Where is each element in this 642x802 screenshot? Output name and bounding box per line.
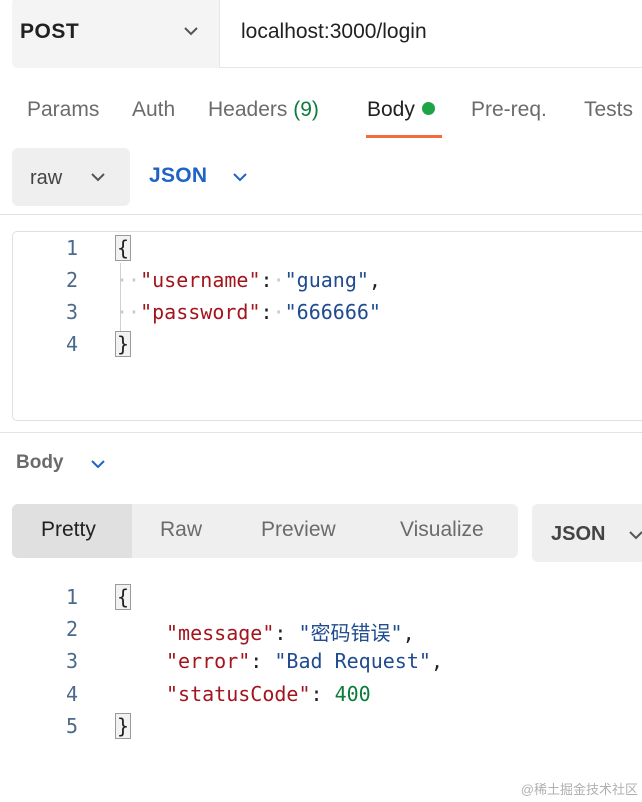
- line-number: 3: [65, 300, 78, 324]
- response-body-title[interactable]: Body: [16, 452, 64, 473]
- indent-guide: [120, 263, 121, 333]
- view-tab-pretty[interactable]: [12, 504, 132, 558]
- body-mode-label: raw: [30, 167, 63, 189]
- json-value: "Bad Request": [274, 649, 431, 673]
- code-line: "statusCode": 400: [166, 682, 371, 706]
- code-line: ··"username":·"guang",: [116, 268, 381, 292]
- tab-headers-label: Headers: [208, 98, 288, 121]
- tab-tests-label: Tests: [584, 98, 634, 121]
- tab-pre-request-label: Pre-req.: [471, 98, 547, 121]
- code-line: ··"password":·"666666": [116, 300, 381, 324]
- close-brace: }: [114, 713, 132, 739]
- chevron-down-icon[interactable]: [89, 455, 107, 473]
- line-number: 4: [65, 682, 78, 706]
- headers-count: (9): [293, 98, 319, 121]
- code-line: "error": "Bad Request",: [166, 649, 443, 673]
- line-number: 4: [65, 332, 78, 356]
- divider: [0, 432, 642, 433]
- method-label: POST: [20, 20, 80, 43]
- close-brace: }: [114, 331, 132, 357]
- response-format-label: JSON: [551, 523, 606, 545]
- tab-body-label: Body: [367, 98, 415, 121]
- tab-params[interactable]: Params: [27, 98, 99, 122]
- view-tab-visualize[interactable]: Visualize: [400, 518, 484, 541]
- line-number: 2: [65, 268, 78, 292]
- json-key: "error": [166, 649, 251, 673]
- json-key: "message": [166, 621, 275, 645]
- view-tab-pretty-label[interactable]: Pretty: [41, 518, 96, 541]
- body-language-dropdown[interactable]: JSON: [149, 164, 208, 187]
- code-line: {: [114, 584, 132, 610]
- tab-params-label: Params: [27, 98, 100, 121]
- code-line: "message": "密码错误",: [166, 621, 415, 645]
- tab-tests[interactable]: Tests: [584, 98, 633, 122]
- response-format-dropdown[interactable]: [532, 504, 642, 562]
- json-value: "guang": [284, 268, 369, 292]
- tab-pre-request[interactable]: Pre-req.: [471, 98, 547, 122]
- view-tab-raw[interactable]: Raw: [160, 518, 203, 541]
- json-value: "666666": [284, 300, 381, 324]
- line-number: 3: [65, 649, 78, 673]
- open-brace: {: [114, 235, 132, 261]
- line-number: 2: [65, 617, 78, 641]
- tab-body[interactable]: Body: [367, 98, 435, 122]
- tab-headers[interactable]: Headers (9): [208, 98, 319, 122]
- chevron-down-icon[interactable]: [180, 20, 202, 42]
- json-comma: ,: [368, 268, 381, 292]
- code-line: }: [114, 331, 132, 357]
- chevron-down-icon[interactable]: [89, 168, 107, 186]
- line-number: 1: [65, 236, 78, 260]
- code-line: {: [114, 235, 132, 261]
- json-value: 400: [334, 682, 371, 706]
- method-selector[interactable]: [12, 0, 220, 68]
- tab-auth-label: Auth: [132, 98, 176, 121]
- divider: [0, 214, 642, 215]
- body-mode-dropdown[interactable]: [12, 148, 130, 206]
- request-body-editor[interactable]: [12, 231, 642, 421]
- json-key: "username": [140, 268, 261, 292]
- json-comma: ,: [402, 621, 415, 645]
- json-comma: ,: [430, 649, 443, 673]
- json-value: "密码错误": [298, 621, 403, 645]
- line-number: 1: [65, 585, 78, 609]
- json-key: "statusCode": [166, 682, 311, 706]
- code-line: }: [114, 713, 132, 739]
- watermark: @稀土掘金技术社区: [520, 782, 638, 797]
- tab-auth[interactable]: Auth: [132, 98, 175, 122]
- open-brace: {: [114, 584, 132, 610]
- chevron-down-icon[interactable]: [231, 168, 249, 186]
- view-tab-preview[interactable]: Preview: [261, 518, 336, 541]
- chevron-down-icon[interactable]: [627, 526, 642, 544]
- json-key: "password": [140, 300, 261, 324]
- url-input[interactable]: localhost:3000/login: [241, 20, 427, 43]
- line-number: 5: [65, 714, 78, 738]
- status-dot-icon: [421, 102, 435, 115]
- active-tab-underline: [366, 135, 442, 138]
